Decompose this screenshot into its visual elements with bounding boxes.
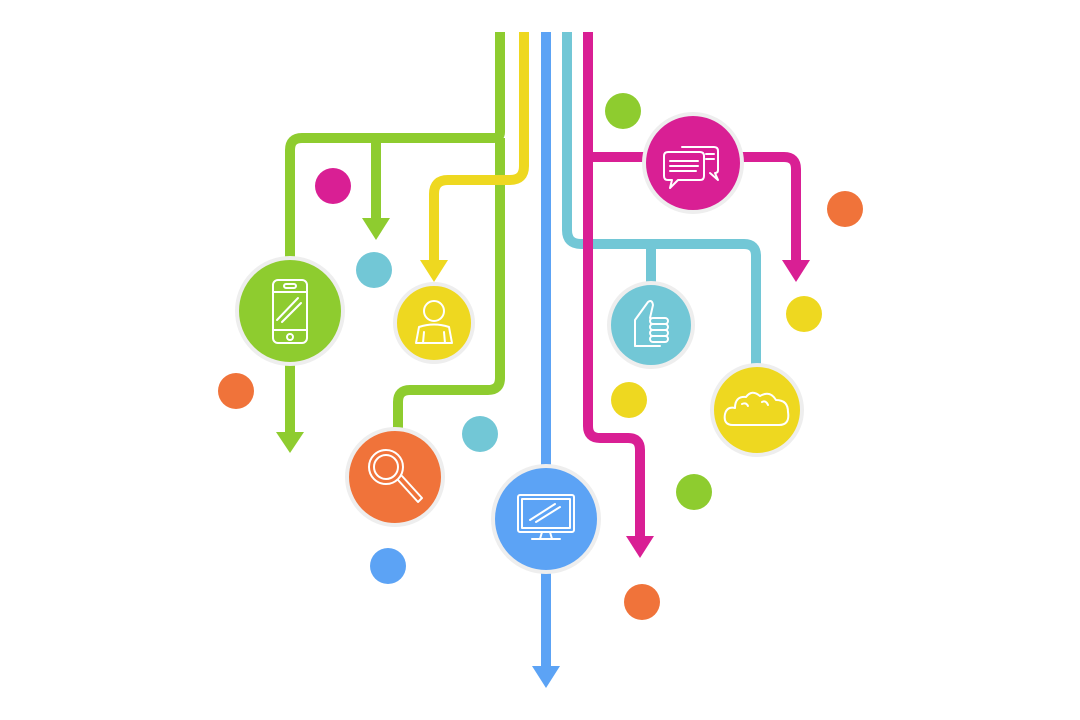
dot xyxy=(624,584,660,620)
green-arrow-branch xyxy=(362,218,390,240)
green-arrow-left xyxy=(276,432,304,453)
person-icon xyxy=(415,300,453,344)
dot xyxy=(315,168,351,204)
chat-bubbles-icon xyxy=(663,146,719,189)
yellow-arrow xyxy=(420,260,448,282)
cloud-node xyxy=(710,363,804,457)
monitor-node xyxy=(491,464,601,574)
thumbs-up-node xyxy=(607,281,695,369)
cloud-icon xyxy=(723,391,790,426)
green-line-search xyxy=(393,138,505,432)
magenta-line xyxy=(583,32,645,540)
chat-node xyxy=(642,112,744,214)
magenta-branch xyxy=(588,152,801,262)
person-node xyxy=(393,282,475,364)
dot xyxy=(605,93,641,129)
yellow-line xyxy=(429,32,529,262)
dot xyxy=(462,416,498,452)
cyan-line xyxy=(562,32,761,370)
magenta-arrow-right xyxy=(782,260,810,282)
dot xyxy=(676,474,712,510)
dot xyxy=(218,373,254,409)
search-node xyxy=(345,427,445,527)
dot xyxy=(611,382,647,418)
monitor-icon xyxy=(517,494,575,540)
dot xyxy=(356,252,392,288)
smartphone-node xyxy=(235,256,345,366)
dot xyxy=(827,191,863,227)
search-icon xyxy=(368,449,423,503)
green-line-left xyxy=(285,32,505,260)
thumbs-up-icon xyxy=(634,300,669,347)
dot xyxy=(786,296,822,332)
decorative-dots xyxy=(218,93,863,620)
blue-arrow xyxy=(532,666,560,688)
magenta-arrow-bottom xyxy=(626,536,654,558)
smartphone-icon xyxy=(272,279,308,344)
dot xyxy=(370,548,406,584)
